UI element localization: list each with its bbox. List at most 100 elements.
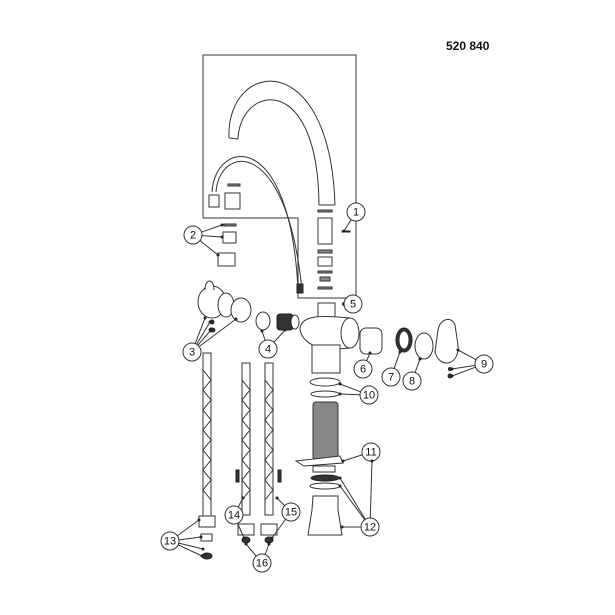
callout-number: 1 [353,207,359,219]
callout-number: 3 [189,347,195,359]
leader-line [393,351,401,369]
callout-number: 13 [164,536,176,548]
leader-line [339,393,361,396]
leader-line [201,224,223,233]
callout-10: 10 [338,382,379,405]
callout-4: 4 [258,328,287,359]
arrowhead [341,459,345,463]
part-number-title: 520 840 [446,39,490,53]
arrowhead [338,476,342,480]
cartridge-left [255,311,300,331]
leader-line [261,330,266,341]
leader-line [369,460,373,519]
mixer-body [299,302,360,374]
callout-16: 16 [244,542,272,573]
arrowhead [244,542,248,546]
callout-14: 14 [224,496,246,540]
arrowhead [260,329,264,333]
leader-line [237,497,244,508]
callout-circle [281,502,301,522]
callout-circle [252,553,272,573]
leader-line [178,542,204,550]
callout-circle [474,354,494,374]
callout-15: 15 [270,496,301,540]
callout-number: 2 [190,230,196,242]
callout-number: 16 [256,558,268,570]
arrowhead [456,348,460,352]
arrowhead [242,536,246,540]
leader-line [414,358,421,373]
leader-line [198,318,237,348]
arrowhead [338,484,342,488]
leader-line [339,383,361,393]
arrowhead [338,382,342,386]
leader-line [196,321,211,345]
arrowhead [209,328,213,332]
callout-11: 11 [341,442,381,463]
arrowhead [342,229,346,233]
callout-6: 6 [353,351,373,379]
callout-circle [183,225,203,245]
callout-12: 12 [338,459,380,537]
arrowhead [220,235,224,239]
callout-circle [402,371,422,391]
callout-number: 9 [481,359,487,371]
leader-line [343,219,352,232]
leader-line [451,366,476,377]
leader-line [264,543,270,555]
callout-3: 3 [182,316,238,362]
callout-number: 10 [363,390,375,402]
callout-7: 7 [381,350,402,387]
arrowhead [208,320,212,324]
leader-line [271,518,287,539]
arrowhead [201,547,205,551]
callout-circle [353,359,373,379]
arrowhead [450,367,454,371]
arrowhead [200,554,204,558]
arrowhead [398,350,402,354]
arrowhead [338,392,342,396]
callout-2: 2 [183,223,224,257]
callout-circle [182,342,202,362]
leader-line [178,536,202,541]
callout-number: 8 [409,376,415,388]
leader-line [273,329,286,343]
arrowhead [216,253,220,257]
callout-number: 7 [388,372,394,384]
right-lever-handle [434,318,459,379]
spout-seal-parts [317,209,351,290]
callout-circle [359,385,379,405]
leader-line [276,497,285,506]
callout-9: 9 [450,348,494,378]
callout-circle [381,367,401,387]
leader-line [245,543,257,557]
callout-number: 12 [364,522,376,534]
callout-circle [160,531,180,551]
leader-line [342,454,363,462]
leader-line [339,477,366,520]
arrowhead [418,357,422,361]
pull-out-hose [208,156,304,294]
cartridge-right [359,327,434,360]
leader-line [177,544,203,557]
arrowhead [203,316,207,320]
callout-circle [258,339,278,359]
callout-1: 1 [342,202,366,233]
arrowhead [275,496,279,500]
callout-circle [343,294,363,314]
callout-number: 15 [285,507,297,519]
arrowhead [197,518,201,522]
left-handle-housing [197,280,252,333]
callout-13: 13 [160,518,205,558]
leader-line [201,235,223,238]
callout-circle [346,202,366,222]
arrowhead [267,542,271,546]
callout-number: 11 [365,447,376,459]
callout-number: 14 [228,510,240,522]
spout [228,80,336,206]
arrowhead [368,351,372,355]
arrowhead [241,496,245,500]
